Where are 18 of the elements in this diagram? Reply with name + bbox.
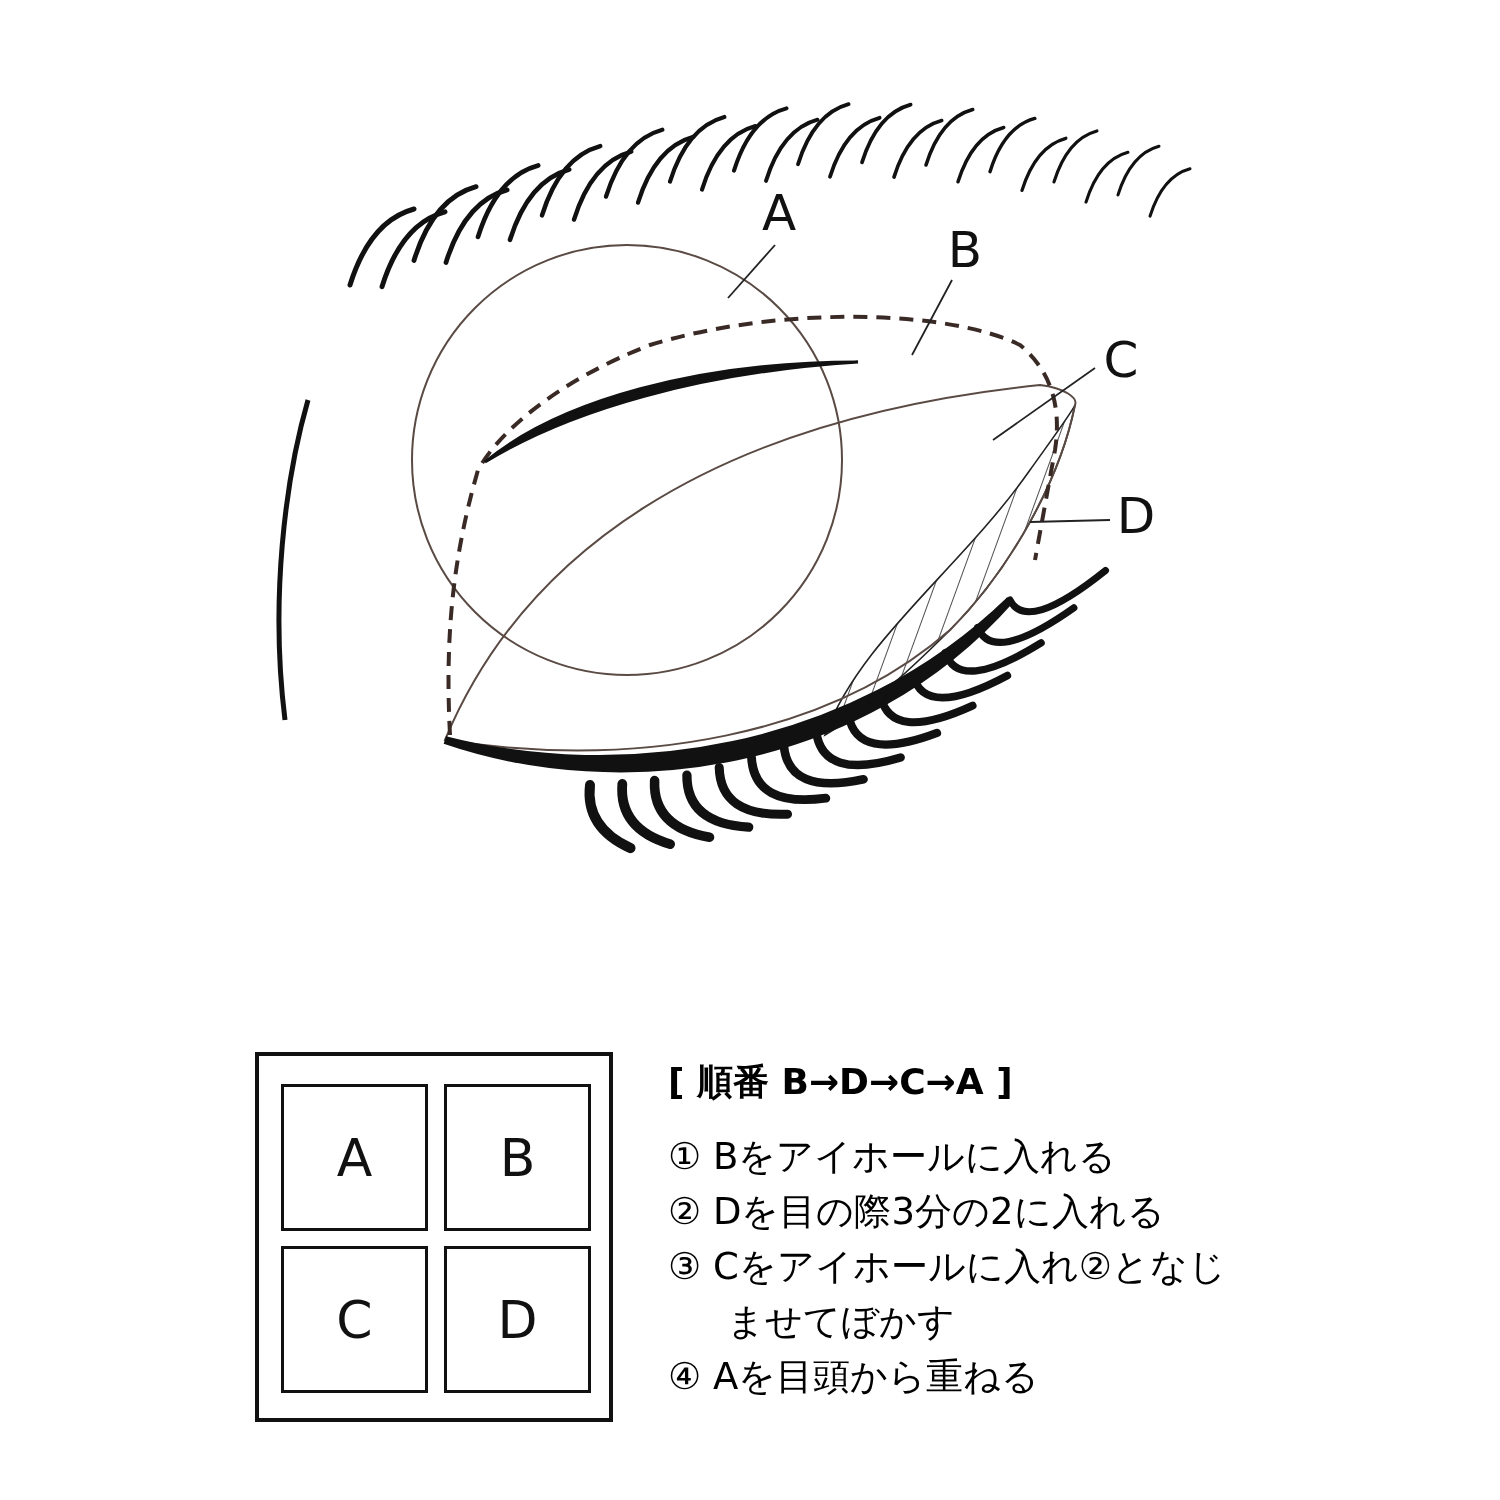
palette-frame	[255, 1052, 613, 1422]
palette-pan: A	[281, 1084, 428, 1231]
palette-pan: D	[444, 1246, 591, 1393]
leader-line	[727, 244, 776, 299]
step-text: ② Dを目の際3分の2に入れる	[668, 1189, 1166, 1235]
palette-pan: B	[444, 1084, 591, 1231]
step-text: ① Bをアイホールに入れる	[668, 1134, 1118, 1180]
step-text: ④ Aを目頭から重ねる	[668, 1354, 1041, 1400]
palette-pan: C	[281, 1246, 428, 1393]
callout-letter: A	[758, 185, 800, 241]
callout-letter: D	[1114, 488, 1158, 544]
callout-letter: C	[1100, 332, 1142, 388]
leader-line	[1029, 519, 1111, 523]
leader-line	[911, 279, 953, 356]
callout-letter: B	[944, 222, 986, 278]
heading: [ 順番 B→D→C→A ]	[668, 1060, 1014, 1104]
leader-line	[992, 367, 1096, 441]
step-text: ③ Cをアイホールに入れ②となじませてぼかす	[668, 1244, 1227, 1345]
